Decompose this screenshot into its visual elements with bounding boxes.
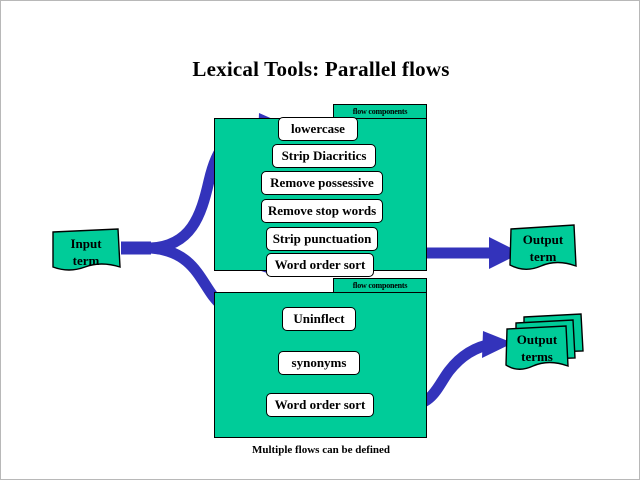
flow-1-step-remove-stop-words[interactable]: Remove stop words xyxy=(261,199,383,223)
input-term-shape xyxy=(52,228,121,271)
flow-1-step-strip-punctuation[interactable]: Strip punctuation xyxy=(266,227,378,251)
output-term-shape xyxy=(509,224,577,270)
flow-2-step-synonyms[interactable]: synonyms xyxy=(278,351,360,375)
flow-1-step-word-order-sort[interactable]: Word order sort xyxy=(266,253,374,277)
flow-1-step-remove-possessive[interactable]: Remove possessive xyxy=(261,171,383,195)
flow-2-tab: flow components xyxy=(333,278,427,293)
flow-2-step-uninflect[interactable]: Uninflect xyxy=(282,307,356,331)
flow-1-step-strip-diacritics[interactable]: Strip Diacritics xyxy=(272,144,376,168)
diagram-caption: Multiple flows can be defined xyxy=(251,444,391,456)
page-title: Lexical Tools: Parallel flows xyxy=(192,57,450,81)
flow-1-step-lowercase[interactable]: lowercase xyxy=(278,117,358,141)
output-terms-shape xyxy=(505,313,584,370)
flow-2-step-word-order-sort[interactable]: Word order sort xyxy=(266,393,374,417)
